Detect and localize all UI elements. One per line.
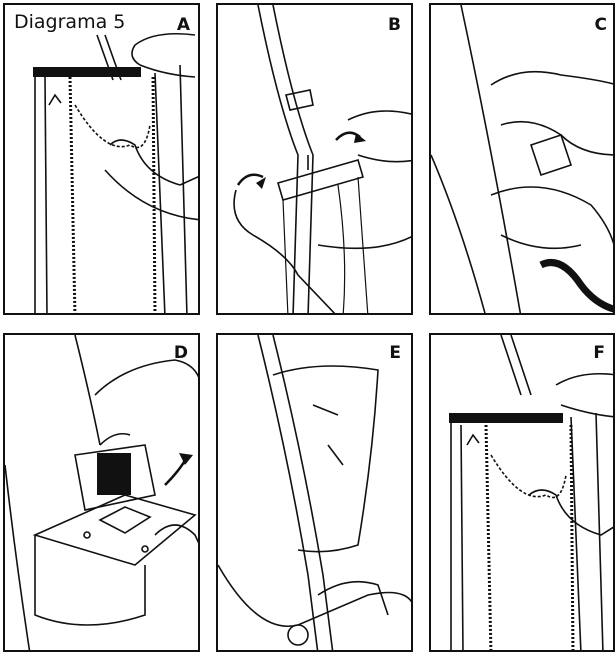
panel-e-illustration xyxy=(218,335,413,652)
panel-a: Diagrama 5 A xyxy=(3,3,200,315)
panel-label-c: C xyxy=(595,15,607,35)
panel-f: F xyxy=(429,333,615,652)
panel-f-illustration xyxy=(431,335,615,652)
panel-b: B xyxy=(216,3,413,315)
panel-d: D xyxy=(3,333,200,652)
panel-e: E xyxy=(216,333,413,652)
panel-label-f: F xyxy=(593,343,605,363)
filter-plate xyxy=(97,453,131,495)
panel-a-illustration xyxy=(5,5,200,315)
panel-d-illustration xyxy=(5,335,200,652)
panel-label-e: E xyxy=(389,343,401,363)
panel-label-d: D xyxy=(174,343,188,363)
panel-label-b: B xyxy=(388,15,401,35)
diagram-title: Diagrama 5 xyxy=(11,11,128,33)
bag-collar xyxy=(33,67,141,77)
panel-c: C xyxy=(429,3,615,315)
panel-c-illustration xyxy=(431,5,615,315)
bag-collar xyxy=(449,413,563,423)
panel-label-a: A xyxy=(177,15,190,35)
panel-b-illustration xyxy=(218,5,413,315)
